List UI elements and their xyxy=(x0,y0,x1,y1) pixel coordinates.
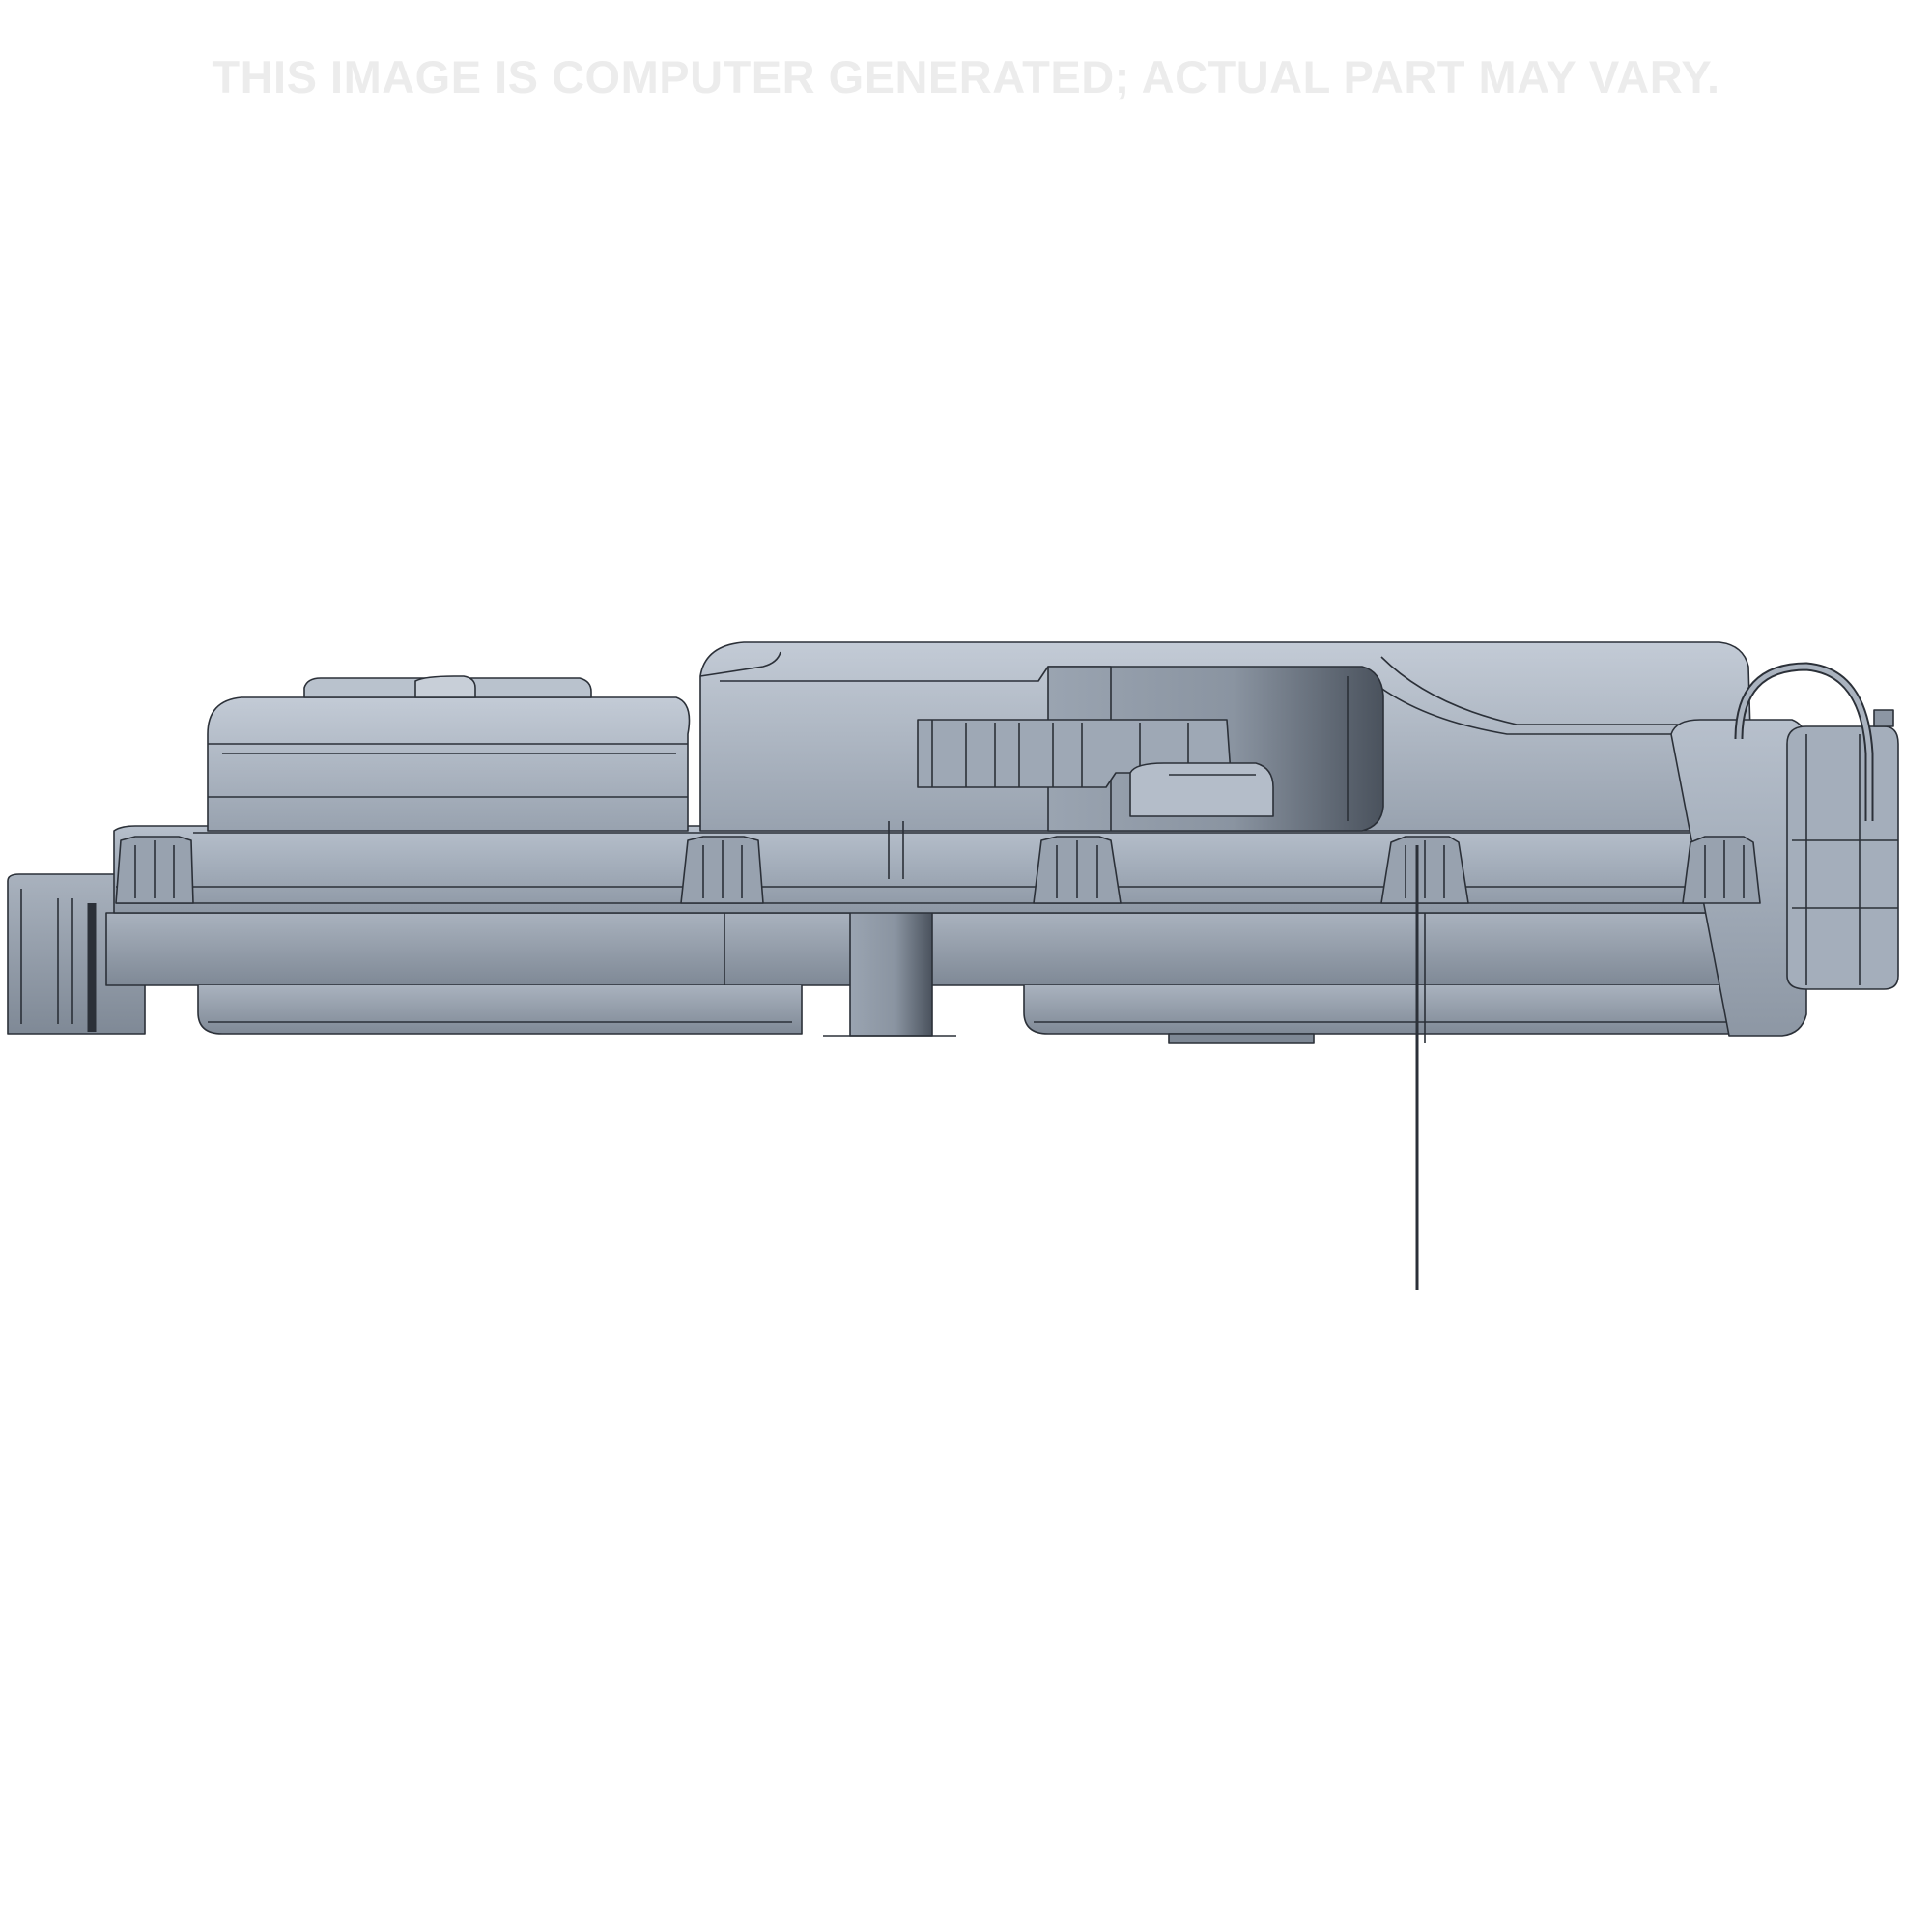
left-housing xyxy=(207,696,691,832)
bottom-clip xyxy=(1168,1033,1315,1044)
connector-plug xyxy=(1786,725,1899,990)
lower-slab xyxy=(105,912,1822,986)
round-boss xyxy=(1129,762,1274,817)
mid-deck xyxy=(113,825,1803,914)
part-drawing xyxy=(7,641,1899,1290)
disclaimer-text: THIS IMAGE IS COMPUTER GENERATED; ACTUAL… xyxy=(212,51,1720,102)
